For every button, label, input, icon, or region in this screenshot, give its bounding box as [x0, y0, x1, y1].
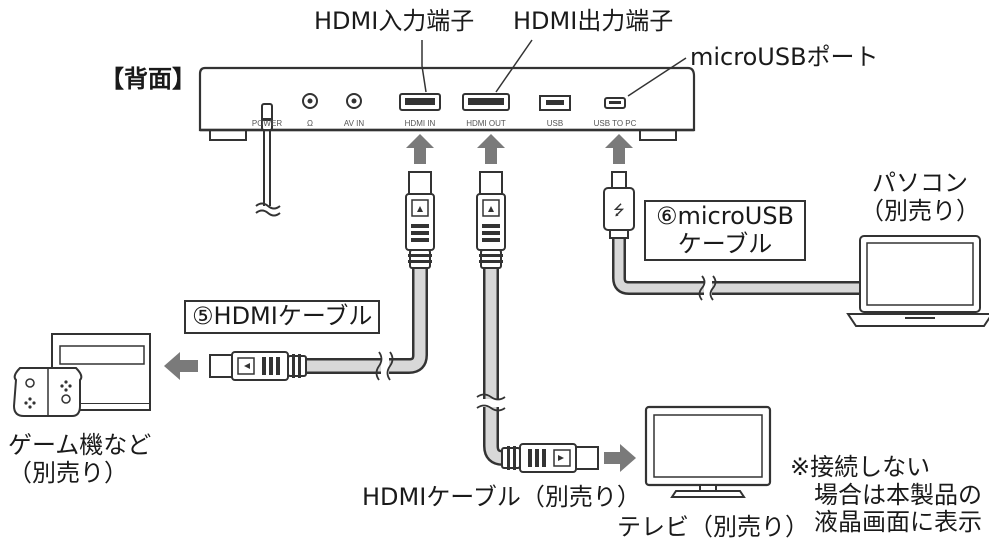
- tv-label: テレビ（別売り）: [617, 513, 809, 541]
- port-label-hdmi-in: HDMI IN: [405, 119, 436, 128]
- microusb-plug-icon: ⭍: [603, 171, 635, 239]
- microusb-cable-label: ⑥microUSB ケーブル: [644, 200, 806, 262]
- note-label-line1: ※接続しない: [790, 453, 931, 481]
- arrow-up-hdmi-out-icon: [477, 134, 505, 164]
- game-console-icon: [12, 333, 151, 417]
- port-label-av-in: AV IN: [344, 119, 365, 128]
- capture-device: POWER Ω AV IN HDMI IN HDMI OUT USB USB T…: [198, 66, 696, 141]
- hdmi-out-cable: [476, 244, 530, 466]
- microusb-port-label: microUSBポート: [690, 43, 879, 71]
- hdmi-out-port-label: HDMI出力端子: [513, 7, 674, 35]
- hdmi-plug-out-icon: [476, 171, 506, 269]
- microusb-cable: [612, 236, 862, 301]
- pc-label-line2: （別売り）: [860, 196, 980, 225]
- port-label-usb-to-pc: USB TO PC: [594, 119, 637, 128]
- game-console-label-line1: ゲーム機など: [8, 431, 152, 459]
- note-label-line3: 液晶画面に表示: [814, 508, 982, 537]
- back-panel-label: 【背面】: [100, 65, 196, 93]
- laptop-icon: [846, 235, 989, 327]
- svg-text:⭍: ⭍: [613, 203, 625, 219]
- arrow-left-game-icon: [164, 352, 198, 380]
- leader-lines: [421, 39, 687, 97]
- port-label-power: POWER: [252, 119, 282, 128]
- microusb-cable-label-line1: ⑥microUSB: [655, 202, 795, 230]
- hdmi-plug-tv-icon: [501, 443, 599, 473]
- pc-label: パソコン （別売り）: [852, 169, 988, 225]
- arrow-up-microusb-icon: [605, 134, 633, 164]
- port-label-headphone: Ω: [307, 119, 313, 128]
- arrow-right-tv-icon: [604, 444, 636, 472]
- hdmi-cable-5-label: ⑤HDMIケーブル: [184, 300, 381, 334]
- hdmi-in-cable: [288, 244, 428, 381]
- pc-label-line1: パソコン: [872, 169, 968, 197]
- note-label-line2: 場合は本製品の: [814, 480, 982, 509]
- hdmi-in-port-label: HDMI入力端子: [314, 7, 475, 35]
- game-console-label-line2: （別売り）: [8, 458, 128, 487]
- port-label-usb: USB: [547, 119, 563, 128]
- tv-icon: [644, 405, 772, 498]
- hdmi-cable-sold-label: HDMIケーブル（別売り）: [362, 483, 641, 511]
- note-label: ※接続しない 場合は本製品の 液晶画面に表示: [790, 453, 982, 537]
- arrow-up-hdmi-in-icon: [406, 134, 434, 164]
- hdmi-plug-game-icon: [209, 351, 307, 381]
- power-cable: [255, 130, 281, 217]
- port-label-hdmi-out: HDMI OUT: [466, 119, 506, 128]
- microusb-cable-label-line2: ケーブル: [677, 229, 773, 258]
- hdmi-plug-in-icon: [405, 171, 435, 269]
- game-console-label: ゲーム機など （別売り）: [8, 431, 152, 487]
